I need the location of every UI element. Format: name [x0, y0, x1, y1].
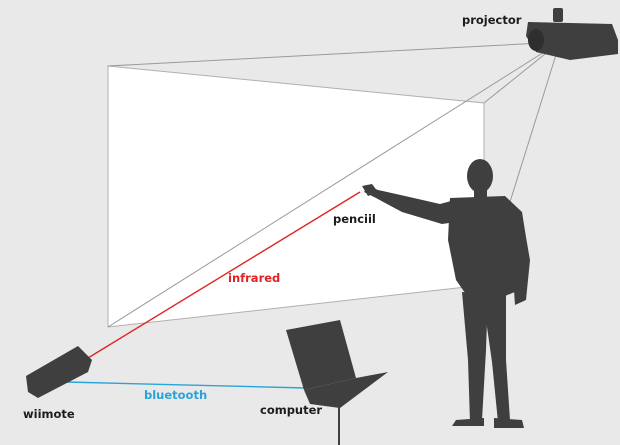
wiimote-icon [26, 346, 92, 398]
infrared-beam [87, 191, 361, 359]
laptop-icon [286, 320, 388, 445]
projector-label: projector [462, 13, 522, 27]
infrared-label: infrared [228, 271, 280, 285]
wiimote-label: wiimote [23, 407, 75, 421]
bluetooth-link [65, 381, 307, 389]
bluetooth-label: bluetooth [144, 388, 207, 402]
person-silhouette-icon [362, 159, 530, 428]
projector-icon [526, 8, 618, 60]
projection-screen [107, 65, 485, 328]
computer-label: computer [260, 403, 322, 417]
projection-lines [107, 41, 561, 328]
pencil-label: penciil [333, 212, 376, 226]
